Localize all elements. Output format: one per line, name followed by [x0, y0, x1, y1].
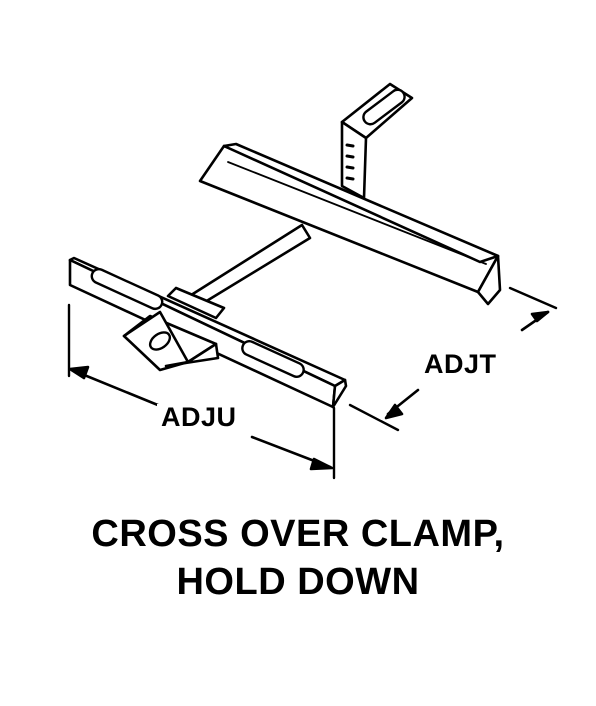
upper-angle-rail: [198, 142, 502, 306]
adju-label: ADJU: [157, 404, 241, 431]
caption-title-line-1: CROSS OVER CLAMP,: [91, 513, 505, 555]
channel-slot-right: [241, 340, 305, 378]
adjt-label: ADJT: [420, 351, 501, 378]
channel-slot-left: [90, 267, 164, 311]
adju-arrowhead-left: [68, 365, 90, 380]
clamp-plate: [122, 286, 226, 372]
adju-arrowhead-right: [309, 457, 334, 471]
adjt-arrowhead-top: [530, 310, 550, 323]
connecting-rod: [186, 223, 312, 307]
hanger-bracket: [340, 82, 414, 200]
hanger-slot: [362, 88, 406, 126]
adju-dimension: [67, 303, 336, 480]
lower-slotted-channel: [68, 256, 348, 409]
caption-title-line-2: HOLD DOWN: [176, 561, 420, 603]
adjt-dimension: [348, 286, 558, 432]
hanger-perforations: [345, 143, 355, 181]
adjt-arrowhead-bottom: [384, 403, 404, 420]
clamp-hole: [148, 331, 172, 351]
